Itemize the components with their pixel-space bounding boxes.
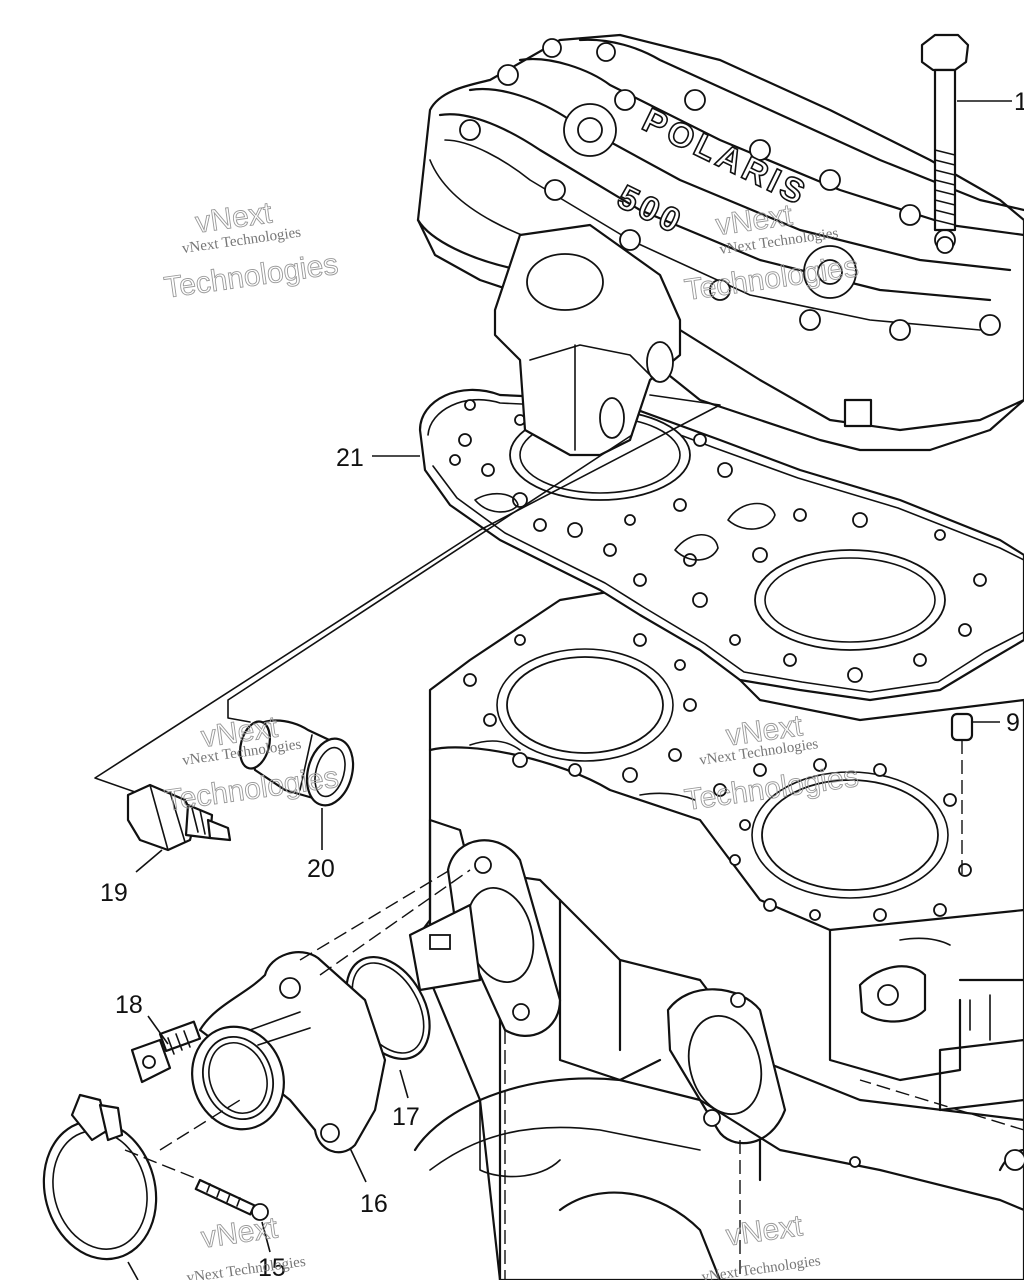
- callout-18: 18: [115, 991, 143, 1019]
- gasket-holes: [449, 399, 987, 683]
- hose-clamp: [42, 1093, 158, 1261]
- manifold-bolt: [130, 1020, 202, 1084]
- callout-labels: 1 9 15 16 17 18 19 20 21: [100, 88, 1024, 1280]
- callout-15: 15: [258, 1254, 286, 1280]
- deck-holes: [463, 633, 972, 922]
- watermark-big-1: vNext: [199, 1211, 280, 1254]
- dowel-pin: [950, 712, 974, 875]
- bore-front: [506, 656, 664, 754]
- head-gasket: [418, 388, 1024, 702]
- callout-1: 1: [1014, 88, 1024, 116]
- callout-17: 17: [392, 1103, 420, 1131]
- exhaust-manifold: [191, 951, 387, 1154]
- callout-16: 16: [360, 1190, 388, 1218]
- cylinder-block: [408, 588, 1024, 1280]
- head-tab: [843, 398, 873, 428]
- callout-9: 9: [1006, 709, 1020, 737]
- callout-19: 19: [100, 879, 128, 907]
- callout-20: 20: [307, 855, 335, 883]
- head-bolt: [920, 33, 970, 254]
- watermark-big-2: Technologies: [162, 248, 340, 305]
- clamp-screw: [194, 1178, 269, 1221]
- callout-21: 21: [336, 444, 364, 472]
- cylinder-head: POLARIS 500: [416, 33, 1024, 457]
- bore-rear: [761, 779, 939, 891]
- assembly-lines: [94, 394, 1024, 1280]
- coolant-fitting-sleeve: [239, 719, 355, 807]
- callout-leaders: [127, 100, 1012, 1280]
- watermark-small: vNext Technologies: [186, 1254, 307, 1280]
- temperature-sensor: [126, 783, 232, 852]
- head-bolt-bosses: [459, 38, 1001, 341]
